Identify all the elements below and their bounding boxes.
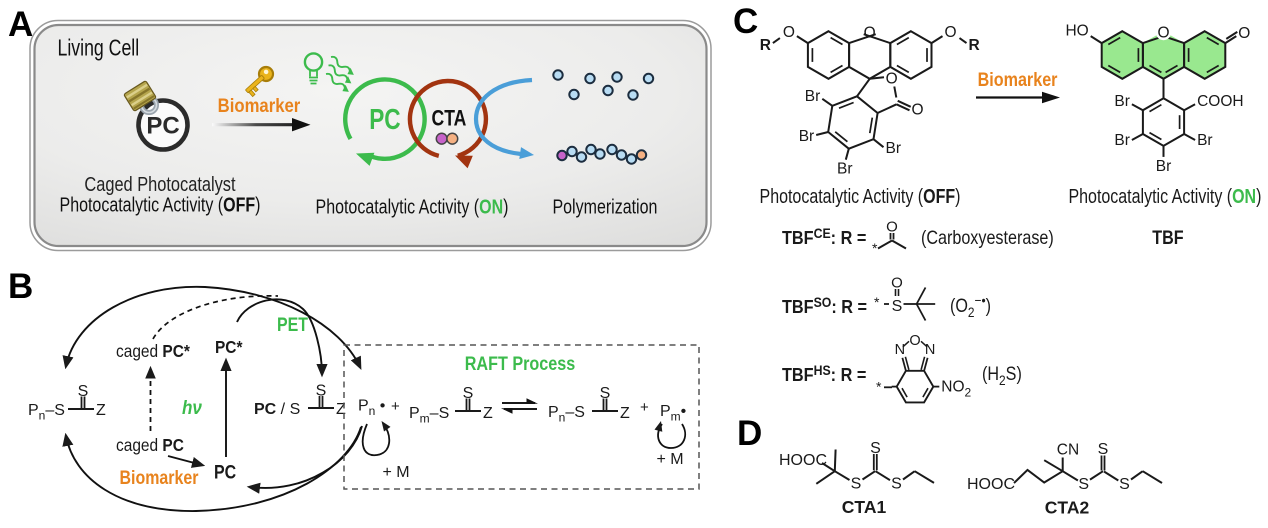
svg-text:Pm•: Pm• [660, 403, 686, 424]
svg-text:TBFSO: R =: TBFSO: R = [782, 294, 867, 317]
svg-text:Br: Br [799, 128, 815, 145]
svg-text:Br: Br [837, 161, 853, 178]
svg-text:O: O [864, 25, 876, 42]
svg-text:S: S [1098, 441, 1109, 458]
svg-text:Photocatalytic Activity (OFF): Photocatalytic Activity (OFF) [60, 194, 261, 216]
svg-text:PC: PC [369, 102, 401, 135]
svg-text:O: O [912, 101, 924, 118]
svg-text:NO2: NO2 [941, 379, 971, 400]
svg-text:R: R [969, 37, 980, 54]
svg-text:Pm–S: Pm–S [409, 405, 449, 426]
svg-text:CN: CN [1057, 442, 1079, 459]
svg-text:+ M: + M [382, 464, 409, 481]
svg-text:(O2−•): (O2−•) [950, 292, 991, 320]
svg-text:A: A [8, 5, 33, 44]
svg-text:Br: Br [1197, 132, 1213, 149]
svg-text:Z: Z [483, 405, 493, 422]
svg-text:PET: PET [277, 314, 308, 336]
svg-text:Photocatalytic Activity (ON): Photocatalytic Activity (ON) [1068, 185, 1261, 207]
svg-text:TBFCE: R =: TBFCE: R = [782, 225, 866, 248]
svg-text:Caged Photocatalyst: Caged Photocatalyst [84, 172, 235, 195]
svg-text:PC / S: PC / S [254, 401, 300, 418]
svg-text:O: O [891, 275, 903, 292]
svg-text:Br: Br [805, 88, 821, 105]
svg-text:COOH: COOH [1197, 93, 1244, 110]
svg-text:+: + [391, 398, 400, 415]
svg-text:caged PC: caged PC [116, 435, 184, 455]
svg-text:S: S [78, 383, 89, 400]
svg-text:+ M: + M [656, 451, 683, 468]
svg-text:S: S [892, 298, 903, 315]
svg-text:CTA: CTA [432, 107, 467, 131]
svg-text:R: R [760, 37, 771, 54]
svg-text:CTA2: CTA2 [1045, 498, 1090, 518]
svg-text:+: + [640, 399, 649, 416]
svg-text:Biomarker: Biomarker [120, 467, 199, 489]
svg-text:*: * [876, 379, 882, 395]
svg-text:B: B [8, 267, 33, 306]
svg-text:Br: Br [1114, 93, 1130, 110]
svg-text:S: S [851, 476, 862, 493]
svg-text:CTA1: CTA1 [842, 497, 887, 517]
svg-text:O: O [1238, 25, 1250, 42]
svg-text:TBFHS: R =: TBFHS: R = [782, 362, 866, 385]
svg-text:Br: Br [1156, 158, 1172, 175]
svg-text:Z: Z [620, 405, 630, 422]
svg-text:Pn–S: Pn–S [28, 402, 65, 423]
svg-text:PC: PC [214, 461, 236, 483]
svg-text:C: C [733, 2, 758, 41]
svg-text:Pn •: Pn • [358, 398, 385, 419]
svg-text:RAFT Process: RAFT Process [465, 353, 576, 375]
svg-text:D: D [737, 414, 762, 453]
svg-text:S: S [1119, 476, 1130, 493]
svg-text:Photocatalytic Activity (ON): Photocatalytic Activity (ON) [316, 196, 509, 218]
svg-text:*: * [872, 240, 878, 256]
svg-text:Z: Z [96, 402, 106, 419]
svg-text:O: O [1157, 25, 1169, 42]
svg-text:O: O [886, 219, 898, 236]
svg-text:S: S [870, 440, 881, 457]
svg-text:N: N [925, 342, 935, 358]
svg-text:Polymerization: Polymerization [552, 196, 657, 218]
svg-text:TBF: TBF [1152, 227, 1184, 249]
svg-text:(Carboxyesterase): (Carboxyesterase) [921, 227, 1054, 249]
svg-text:Br: Br [886, 140, 902, 157]
svg-text:S: S [1078, 476, 1089, 493]
svg-text:Living Cell: Living Cell [58, 35, 140, 61]
svg-text:S: S [891, 476, 902, 493]
svg-text:S: S [463, 385, 474, 402]
svg-text:Z: Z [336, 401, 346, 418]
svg-text:(H2S): (H2S) [982, 363, 1022, 388]
svg-text:HOOC: HOOC [779, 452, 827, 469]
svg-text:O: O [783, 24, 795, 41]
svg-text:HO: HO [1065, 23, 1088, 40]
svg-text:caged PC*: caged PC* [116, 341, 190, 361]
svg-text:Photocatalytic Activity (OFF): Photocatalytic Activity (OFF) [760, 185, 961, 207]
svg-text:hν: hν [182, 397, 202, 418]
svg-text:N: N [895, 342, 905, 358]
svg-text:PC: PC [146, 113, 179, 140]
svg-text:O: O [945, 24, 957, 41]
svg-text:S: S [316, 383, 327, 400]
svg-text:O: O [886, 71, 898, 88]
svg-text:O: O [909, 333, 920, 349]
svg-text:HOOC: HOOC [967, 476, 1015, 493]
svg-text:Biomarker: Biomarker [218, 95, 301, 116]
svg-text:PC*: PC* [215, 337, 243, 357]
svg-text:Br: Br [1114, 132, 1130, 149]
svg-text:S: S [600, 385, 611, 402]
svg-text:Pn–S: Pn–S [548, 404, 585, 425]
svg-text:*: * [874, 294, 880, 310]
svg-text:Biomarker: Biomarker [978, 69, 1058, 91]
